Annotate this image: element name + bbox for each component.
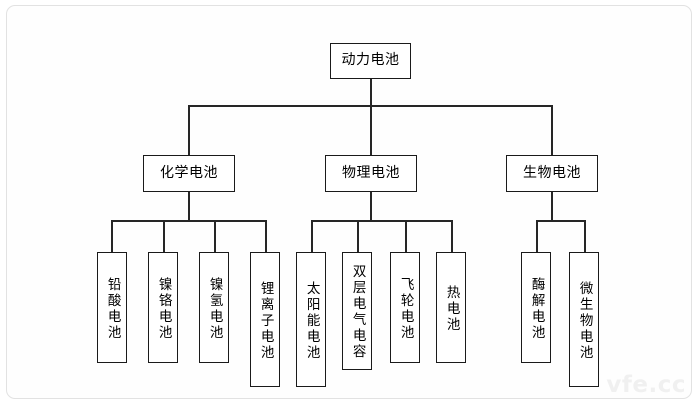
node-leaf-double-layer-capacitor[interactable]: 双层电气电容 xyxy=(342,252,372,370)
node-leaf-nickel-cadmium[interactable]: 镍铬电池 xyxy=(148,252,178,363)
connector-root-stem xyxy=(370,79,372,106)
connector-stem-branch-2 xyxy=(551,192,553,220)
node-leaf-microbial[interactable]: 微生物电池 xyxy=(569,252,599,387)
connector-drop-leaf-0-3 xyxy=(265,220,267,252)
connector-drop-leaf-1-3 xyxy=(451,220,453,252)
node-leaf-lithium-ion[interactable]: 锂离子电池 xyxy=(250,252,280,387)
node-leaf-flywheel[interactable]: 飞轮电池 xyxy=(390,252,420,363)
connector-drop-leaf-1-2 xyxy=(405,220,407,252)
connector-drop-leaf-2-1 xyxy=(584,220,586,252)
connector-drop-leaf-0-0 xyxy=(111,220,113,252)
node-leaf-nickel-metal-hydride[interactable]: 镍氢电池 xyxy=(199,252,229,363)
connector-bus-branch-0 xyxy=(111,220,266,222)
node-branch-chemical[interactable]: 化学电池 xyxy=(143,155,235,192)
connector-stem-branch-0 xyxy=(188,192,190,220)
connector-drop-branch-0 xyxy=(188,105,190,155)
connector-drop-branch-1 xyxy=(370,105,372,155)
connector-drop-leaf-2-0 xyxy=(536,220,538,252)
node-leaf-thermal[interactable]: 热电池 xyxy=(436,252,466,363)
node-leaf-solar[interactable]: 太阳能电池 xyxy=(296,252,326,387)
connector-drop-branch-2 xyxy=(551,105,553,155)
node-leaf-enzymatic[interactable]: 酶解电池 xyxy=(521,252,551,363)
watermark: vfe.cc xyxy=(606,372,686,398)
connector-bus-branch-1 xyxy=(311,220,453,222)
node-leaf-lead-acid[interactable]: 铅酸电池 xyxy=(97,252,127,363)
connector-stem-branch-1 xyxy=(370,192,372,220)
connector-drop-leaf-1-0 xyxy=(311,220,313,252)
connector-drop-leaf-1-1 xyxy=(357,220,359,252)
connector-drop-leaf-0-1 xyxy=(163,220,165,252)
connector-bus-branch-2 xyxy=(536,220,586,222)
node-branch-biological[interactable]: 生物电池 xyxy=(506,155,598,192)
node-root[interactable]: 动力电池 xyxy=(330,43,411,79)
node-branch-physical[interactable]: 物理电池 xyxy=(325,155,417,192)
connector-drop-leaf-0-2 xyxy=(214,220,216,252)
